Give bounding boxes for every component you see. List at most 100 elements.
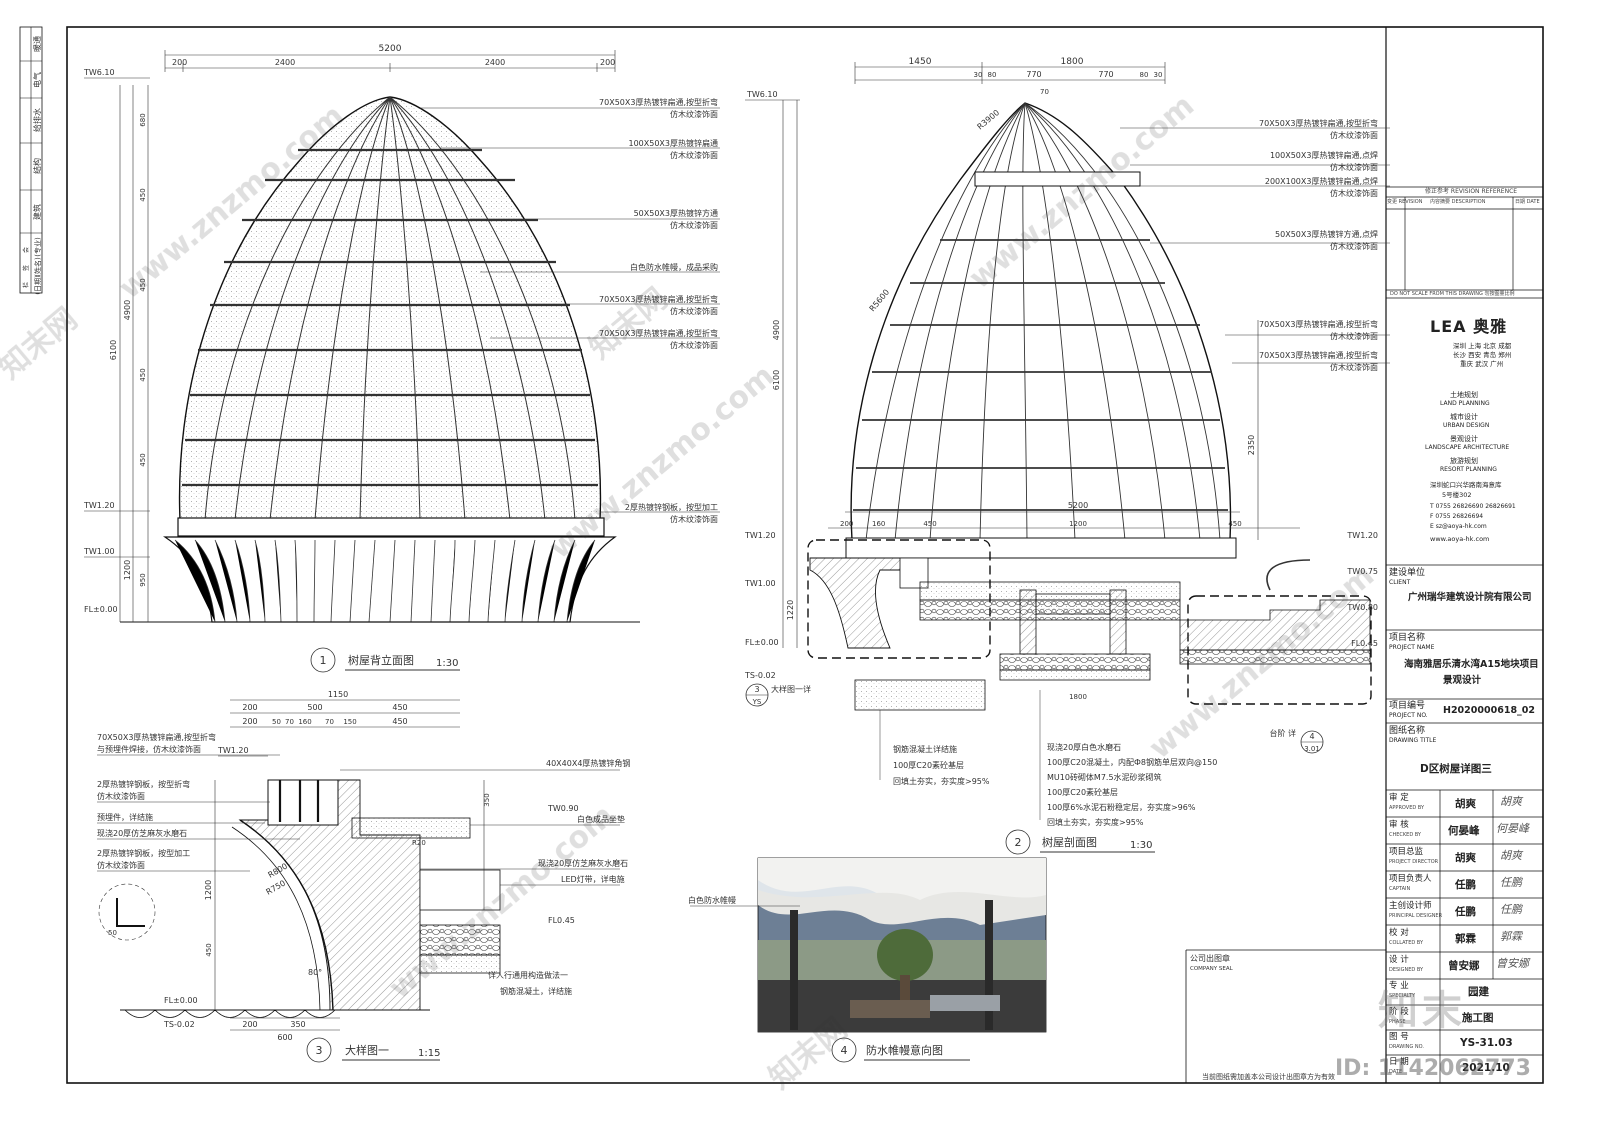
dim-160-sec: 160 [872, 520, 885, 528]
strip-label-electric: 电气 [32, 72, 42, 88]
service-0-en: LAND PLANNING [1440, 400, 1490, 407]
dim-450-c: 450 [139, 368, 147, 381]
sheet-border [66, 26, 1544, 1084]
layer2-2: 回填土夯实，夯实度>95% [893, 776, 990, 786]
address-1: 5号楼302 [1442, 491, 1472, 499]
dim-450-d3b: 450 [392, 717, 407, 726]
dim-5-detail: 50 [108, 929, 117, 937]
service-0-cn: 土地规划 [1450, 391, 1478, 399]
dim-2400-a: 2400 [275, 58, 295, 67]
elev-ts002-d3: TS-0.02 [163, 1020, 195, 1029]
dim-70-d3a: 70 [285, 718, 294, 726]
service-3-cn: 旅游规划 [1450, 457, 1478, 465]
note3r-3: LED灯带，详电施 [561, 874, 625, 884]
dim-30-a: 30 [974, 71, 983, 79]
note3l-6: 2厚热镀锌钢板，按型加工 [97, 848, 190, 858]
note2-6: 50X50X3厚热镀锌方通,点焊 [1275, 229, 1378, 239]
dim-2400-b: 2400 [485, 58, 505, 67]
elev-tw080: TW0.80 [1346, 603, 1378, 612]
title2-scale: 1:30 [1130, 840, 1152, 851]
person-principal: 任鹏 [1455, 906, 1476, 918]
revision-title: 修正参考 REVISION REFERENCE [1425, 188, 1518, 195]
dim-70-d3b: 70 [325, 718, 334, 726]
note3l-7: 仿木纹漆饰面 [97, 860, 145, 870]
note3l-5: 现浇20厚仿芝麻灰水磨石 [97, 828, 187, 838]
countersign-labels: 暖通 电气 给排水 结构 建筑 (专业) (姓名) (日期) 会 签 栏 [20, 27, 42, 295]
radius-20: R20 [412, 839, 426, 847]
note1-0: 70X50X3厚热镀锌扁通,按型折弯 [599, 97, 718, 107]
dim-160-d3: 160 [298, 718, 311, 726]
elev-fl000-d3: FL±0.00 [164, 996, 198, 1005]
company-logo: LEA 奥雅 [1430, 317, 1508, 336]
radius-800: R800 [267, 862, 290, 880]
dim-200-d3b: 200 [242, 717, 257, 726]
dim-450-d3a: 450 [392, 703, 407, 712]
dim-350-d3: 350 [290, 1020, 305, 1029]
strip-label-date: (日期) [34, 275, 42, 295]
note1-10: 仿木纹漆饰面 [670, 340, 718, 350]
dim-770-b: 770 [1098, 70, 1113, 79]
service-2-en: LANDSCAPE ARCHITECTURE [1425, 444, 1510, 451]
role-captain-en: CAPTAIN [1389, 886, 1411, 892]
layer2b-2: MU10砖砌体M7.5水泥砂浆砌筑 [1047, 772, 1162, 782]
service-2-cn: 景观设计 [1450, 435, 1478, 443]
person-approved: 胡爽 [1455, 798, 1476, 810]
dim-80-a: 80 [988, 71, 997, 79]
rev-col-revision: 变更 REVISION [1387, 199, 1423, 205]
callout4-num: 4 [1309, 732, 1314, 741]
project-label: 项目名称 [1389, 633, 1426, 643]
callout4-sub: 3.01 [1304, 745, 1320, 753]
drawing-number: YS-31.03 [1460, 1037, 1513, 1049]
seal-footnote: 当前图纸需加盖本公司设计出图章方为有效 [1202, 1072, 1335, 1081]
seal-label-en: COMPANY SEAL [1190, 966, 1234, 972]
rev-col-description: 内容摘要 DESCRIPTION [1430, 199, 1486, 205]
elev-fl000-2: FL±0.00 [745, 638, 779, 647]
elev-fl000-1: FL±0.00 [84, 605, 118, 614]
dim-5200-top: 5200 [379, 44, 402, 54]
note1-9: 70X50X3厚热镀锌扁通,按型折弯 [599, 328, 718, 338]
title2-num: 2 [1015, 836, 1022, 849]
phase-value: 施工图 [1462, 1012, 1494, 1024]
watermark-brand-1: 知末网 [0, 301, 84, 386]
note1-7: 70X50X3厚热镀锌扁通,按型折弯 [599, 294, 718, 304]
role-checked: 审 核 [1389, 820, 1409, 830]
dim-30-b: 30 [1154, 71, 1163, 79]
note2-7: 仿木纹漆饰面 [1330, 241, 1378, 251]
company-seal-box: 公司出图章 COMPANY SEAL 当前图纸需加盖本公司设计出图章方为有效 [1185, 949, 1386, 1083]
note2-10: 70X50X3厚热镀锌扁通,按型折弯 [1259, 350, 1378, 360]
callout4-text: 台阶 详 [1269, 728, 1296, 738]
dim-1200-left: 1200 [123, 560, 132, 580]
service-3-en: RESORT PLANNING [1440, 466, 1497, 473]
dim-1200-sec: 1200 [1069, 520, 1087, 528]
dim-200-d3c: 200 [242, 1020, 257, 1029]
dim-400-d3: 450 [205, 943, 213, 956]
dim-450-sec-a: 450 [923, 520, 936, 528]
dim-4900-left: 4900 [123, 300, 132, 320]
city-line-1: 深圳 上海 北京 成都 [1453, 342, 1512, 350]
address-fax: F 0755 26826694 [1430, 513, 1484, 520]
tree-house-rear-elevation: 5200 200 2400 2400 200 6100 4900 1200 68… [83, 44, 720, 673]
note1-8: 仿木纹漆饰面 [670, 306, 718, 316]
strip-label-architecture: 建筑 [32, 204, 42, 220]
dim-1800-bottom: 1800 [1069, 693, 1087, 701]
elev-ts002: TS-0.02 [744, 671, 776, 680]
phase-label-en: PHASE [1389, 1019, 1406, 1025]
title1-name: 树屋背立面图 [348, 653, 414, 667]
dim-1450: 1450 [909, 57, 932, 67]
note3l-4: 预埋件，详结施 [97, 812, 153, 822]
strip-label-name: (姓名) [33, 257, 42, 277]
service-1-cn: 城市设计 [1450, 413, 1478, 421]
layer2b-4: 100厚6%水泥石粉稳定层，夯实度>96% [1047, 802, 1196, 812]
layer2-0: 钢筋混凝土详结施 [893, 744, 957, 754]
address-web: www.aoya-hk.com [1430, 535, 1490, 543]
role-approved-en: APPROVED BY [1389, 805, 1425, 811]
elev-fl045: FL0.45 [1351, 639, 1378, 648]
dtitle-label-en: DRAWING TITLE [1389, 737, 1437, 744]
city-line-2: 长沙 西安 青岛 郑州 [1453, 351, 1512, 359]
drawing-no-label: 图 号 [1389, 1032, 1409, 1042]
sig-captain: 任鹏 [1500, 876, 1522, 889]
radius-3900: R3900 [976, 108, 1002, 132]
note3r-2: 现浇20厚仿芝麻灰水磨石 [538, 858, 628, 868]
note3l-1: 与预埋件焊接，仿木纹漆饰面 [97, 744, 201, 754]
watermark-logo: 知末 [1378, 988, 1466, 1034]
